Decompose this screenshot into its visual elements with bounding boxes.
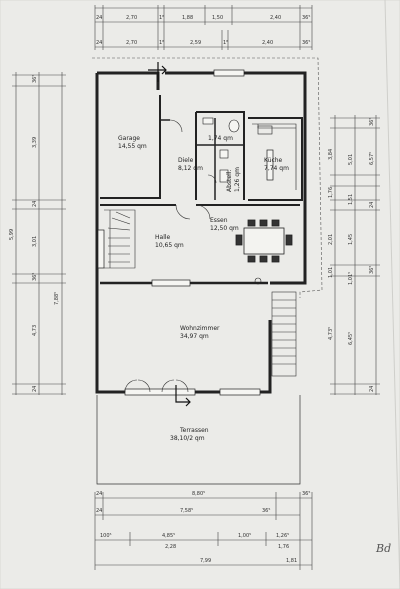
bottom-dim-label: 7,58⁵ — [180, 508, 193, 514]
left-dim-label: 3,39 — [32, 137, 38, 148]
right-dim-label: 1,45 — [348, 234, 354, 245]
top-dim-label: 1,88 — [182, 15, 193, 21]
bottom-dim-label: 8,80⁵ — [192, 491, 205, 497]
left-dimension-labels: 5,99 7,88⁵ 3,39 3,01 4,73 36⁵ 24 36⁵ 24 — [9, 75, 60, 392]
room-area-terrassen: 38,10/2 qm — [170, 435, 205, 442]
left-dim-label: 4,73 — [32, 325, 38, 336]
door-swings — [124, 119, 217, 393]
right-dim-label: 6,45⁵ — [348, 332, 354, 345]
bottom-dim-label: 100⁵ — [100, 533, 112, 539]
left-dim-label: 5,99 — [9, 229, 15, 240]
exterior-stairs — [271, 291, 297, 377]
room-area-garage: 14,55 qm — [118, 143, 147, 150]
bottom-dim-label: 2,28 — [165, 544, 176, 550]
room-area-essen: 12,50 qm — [210, 225, 239, 232]
right-dim-label: 1,01 — [328, 267, 334, 278]
right-dim-label: 24 — [369, 202, 375, 208]
bottom-dim-label: 1,00⁵ — [238, 533, 251, 539]
right-dim-label: 1,01⁵ — [348, 272, 354, 285]
room-area-abstell: 1,26 qm — [234, 167, 241, 192]
right-dim-label: 5,01 — [348, 154, 354, 165]
top-dimension-chains — [94, 5, 313, 50]
top-dim-label: 2,70 — [126, 40, 137, 46]
dining-table — [235, 219, 293, 263]
bottom-dimension-chains — [94, 492, 313, 570]
top-dim-label: 2,70 — [126, 15, 137, 21]
sheet-fold — [384, 0, 400, 589]
left-dim-label: 36⁵ — [32, 75, 38, 83]
top-dimension-labels: 24 2,70 1⁸ 1,88 1,50 2,40 36⁵ 24 2,70 1⁸… — [96, 15, 310, 46]
top-dim-label: 36⁵ — [302, 40, 310, 46]
left-dim-label: 7,88⁵ — [54, 292, 60, 305]
left-dim-label: 36⁵ — [32, 273, 38, 281]
right-dim-label: 36⁵ — [369, 118, 375, 126]
top-dim-label: 1⁸ — [159, 15, 164, 21]
wc-fixtures — [202, 117, 240, 183]
kitchen-counter — [252, 123, 297, 285]
room-name-kueche: Küche — [264, 157, 283, 164]
right-dim-label: 4,73⁵ — [328, 327, 334, 340]
right-dim-label: 6,57⁵ — [369, 152, 375, 165]
right-dim-label: 36⁵ — [369, 266, 375, 274]
top-dim-label: 36⁵ — [302, 15, 310, 21]
right-dim-label: 3,84 — [328, 149, 334, 160]
left-dim-label: 24 — [32, 201, 38, 207]
right-dimension-chains — [330, 115, 380, 395]
top-dim-label: 1,50 — [212, 15, 223, 21]
bottom-dim-label: 24 — [96, 508, 102, 514]
right-dim-label: 24 — [369, 386, 375, 392]
room-labels: Garage 14,55 qm Diele 8,12 qm 1,74 qm Ab… — [118, 135, 289, 442]
top-dim-label: 2,40 — [270, 15, 281, 21]
room-area-wohnzimmer: 34,97 qm — [180, 333, 209, 340]
room-area-diele: 8,12 qm — [178, 165, 203, 172]
top-dim-label: 24 — [96, 40, 102, 46]
room-name-diele: Diele — [178, 157, 194, 164]
top-dim-label: 2,40 — [262, 40, 273, 46]
right-dimension-labels: 3,84 1,76 2,01 1,01 4,73⁵ 5,01 1,51 1,45… — [328, 118, 375, 392]
bottom-dim-label: 4,85⁵ — [162, 533, 175, 539]
staircase — [104, 209, 136, 269]
top-dim-label: 1⁸ — [159, 40, 164, 46]
windows — [97, 69, 274, 396]
terrace-outline — [96, 395, 301, 485]
roof-overhang-line — [92, 57, 323, 298]
right-dim-label: 1,76 — [328, 187, 334, 198]
room-name-garage: Garage — [118, 135, 140, 142]
corner-note: Bd — [375, 542, 391, 555]
garage-entry-arrow — [148, 62, 167, 82]
room-area-kueche: 7,74 qm — [264, 165, 289, 172]
room-area-wc: 1,74 qm — [208, 135, 233, 142]
bottom-dim-label: 24 — [96, 491, 102, 497]
room-name-terrassen: Terrassen — [179, 427, 209, 434]
room-name-abstell: Abstell. — [226, 170, 233, 192]
bottom-dim-label: 1,76 — [278, 544, 289, 550]
bottom-dim-label: 1,81 — [286, 558, 297, 564]
top-dim-label: 24 — [96, 15, 102, 21]
bottom-dim-label: 7,99 — [200, 558, 211, 564]
bottom-dimension-labels: 24 8,80⁵ 36⁵ 24 7,58⁵ 36⁵ 100⁵ 4,85⁵ 1,0… — [96, 491, 310, 564]
room-name-essen: Essen — [210, 217, 228, 224]
room-area-halle: 10,65 qm — [155, 242, 184, 249]
room-name-wohnzimmer: Wohnzimmer — [180, 325, 220, 332]
bottom-dim-label: 36⁵ — [302, 491, 310, 497]
top-dim-label: 1⁸ — [223, 40, 228, 46]
right-dim-label: 2,01 — [328, 234, 334, 245]
right-dim-label: 1,51 — [348, 194, 354, 205]
terrace-entry-arrow — [175, 385, 191, 407]
top-dim-label: 2,59 — [190, 40, 201, 46]
bottom-dim-label: 1,26⁵ — [276, 533, 289, 539]
left-dimension-chains — [12, 72, 66, 395]
room-name-halle: Halle — [155, 234, 171, 241]
left-dim-label: 24 — [32, 386, 38, 392]
left-dim-label: 3,01 — [32, 236, 38, 247]
bottom-dim-label: 36⁵ — [262, 508, 270, 514]
